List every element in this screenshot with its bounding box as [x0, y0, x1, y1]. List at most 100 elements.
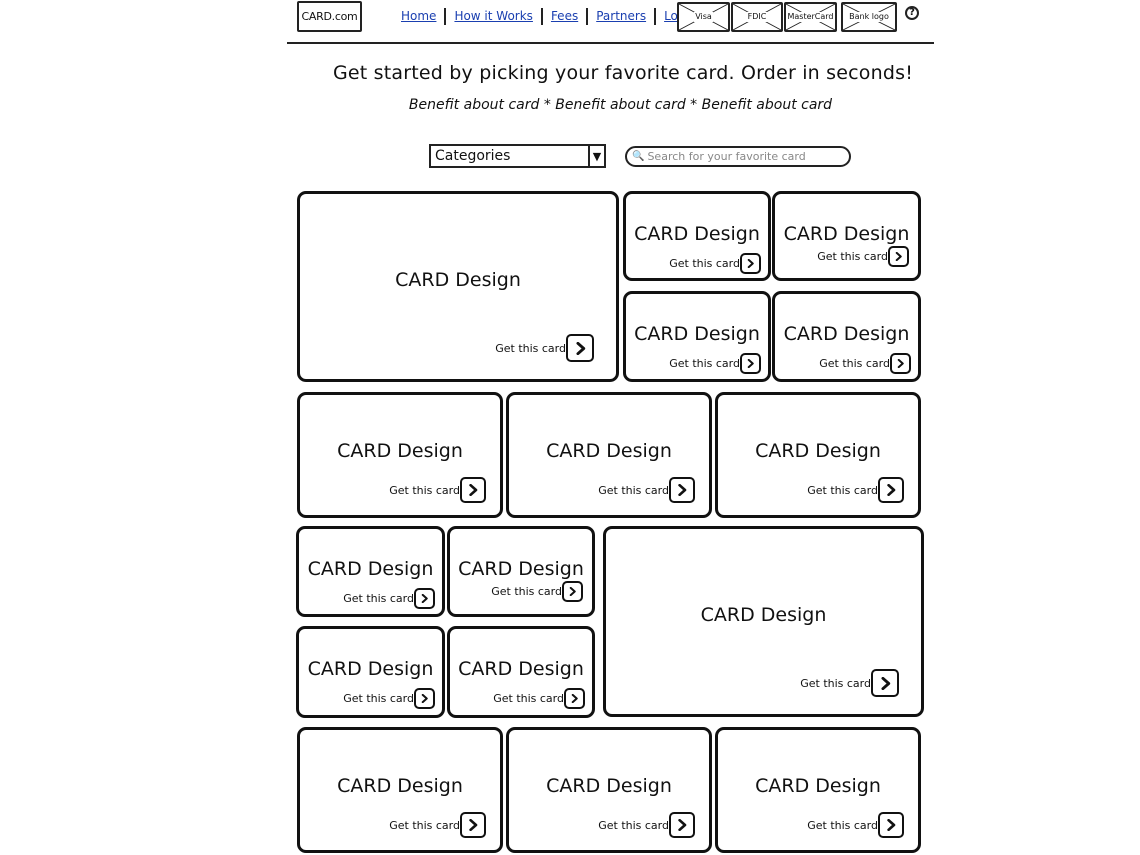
get-card-label: Get this card — [389, 483, 460, 497]
get-card-label: Get this card — [819, 357, 890, 370]
chevron-right-icon[interactable] — [460, 812, 486, 838]
chevron-right-icon[interactable] — [740, 253, 761, 274]
card-title: CARD Design — [634, 223, 760, 245]
fdic-logo: FDIC — [731, 2, 783, 32]
header-divider — [287, 42, 934, 44]
get-card-link[interactable]: Get this card — [669, 353, 761, 374]
get-card-link[interactable]: Get this card — [819, 353, 911, 374]
search-icon: 🔍 — [632, 151, 645, 162]
nav-separator — [444, 7, 447, 25]
nav-separator — [540, 7, 543, 25]
get-card-label: Get this card — [491, 585, 562, 598]
card-title: CARD Design — [307, 558, 434, 580]
get-card-label: Get this card — [669, 257, 740, 270]
card-title: CARD Design — [755, 775, 881, 797]
get-card-link[interactable]: Get this card — [598, 812, 695, 838]
search-input[interactable] — [647, 150, 848, 163]
chevron-right-icon[interactable] — [890, 353, 911, 374]
card-title: CARD Design — [755, 440, 881, 462]
dropdown-arrow-icon: ▼ — [588, 146, 604, 166]
chevron-right-icon[interactable] — [669, 812, 695, 838]
nav-link-fees[interactable]: Fees — [550, 9, 579, 23]
get-card-label: Get this card — [598, 818, 669, 832]
get-card-link[interactable]: Get this card — [669, 253, 761, 274]
chevron-right-icon[interactable] — [566, 334, 594, 362]
logo-label: CARD.com — [301, 10, 358, 23]
get-card-link[interactable]: Get this card — [817, 246, 909, 267]
get-card-link[interactable]: Get this card — [800, 669, 899, 697]
get-card-link[interactable]: Get this card — [389, 477, 486, 503]
get-card-label: Get this card — [598, 483, 669, 497]
get-card-label: Get this card — [669, 357, 740, 370]
nav-separator — [586, 7, 589, 25]
card-title: CARD Design — [337, 775, 463, 797]
help-icon[interactable]: ? — [905, 6, 919, 20]
category-select-value: Categories — [435, 148, 511, 164]
mastercard-logo: MasterCard — [784, 2, 837, 32]
chevron-right-icon[interactable] — [562, 581, 583, 602]
logo-caption: Bank logo — [848, 12, 890, 22]
chevron-right-icon[interactable] — [564, 688, 585, 709]
page-headline: Get started by picking your favorite car… — [332, 62, 914, 84]
card-title: CARD Design — [783, 223, 910, 245]
get-card-link[interactable]: Get this card — [343, 688, 435, 709]
chevron-right-icon[interactable] — [878, 812, 904, 838]
benefits-line: Benefit about card * Benefit about card … — [408, 97, 833, 113]
get-card-link[interactable]: Get this card — [495, 334, 594, 362]
card-title: CARD Design — [395, 269, 521, 291]
chevron-right-icon[interactable] — [878, 477, 904, 503]
chevron-right-icon[interactable] — [740, 353, 761, 374]
nav-link-how-it-works[interactable]: How it Works — [454, 9, 533, 23]
get-card-link[interactable]: Get this card — [807, 812, 904, 838]
bank-logo: Bank logo — [841, 2, 897, 32]
get-card-label: Get this card — [389, 818, 460, 832]
get-card-label: Get this card — [800, 676, 871, 690]
get-card-link[interactable]: Get this card — [807, 477, 904, 503]
get-card-label: Get this card — [807, 818, 878, 832]
nav-link-home[interactable]: Home — [401, 9, 437, 23]
get-card-link[interactable]: Get this card — [491, 581, 583, 602]
get-card-link[interactable]: Get this card — [493, 688, 585, 709]
chevron-right-icon[interactable] — [669, 477, 695, 503]
site-logo[interactable]: CARD.com — [297, 1, 362, 32]
category-select[interactable]: Categories ▼ — [429, 144, 606, 168]
get-card-link[interactable]: Get this card — [389, 812, 486, 838]
chevron-right-icon[interactable] — [414, 688, 435, 709]
get-card-label: Get this card — [817, 250, 888, 263]
chevron-right-icon[interactable] — [888, 246, 909, 267]
get-card-label: Get this card — [807, 483, 878, 497]
chevron-right-icon[interactable] — [871, 669, 899, 697]
chevron-right-icon[interactable] — [460, 477, 486, 503]
nav-link-partners[interactable]: Partners — [596, 9, 647, 23]
get-card-label: Get this card — [493, 692, 564, 705]
search-box: 🔍 — [625, 146, 851, 167]
nav-separator — [654, 7, 657, 25]
logo-caption: MasterCard — [786, 12, 835, 22]
get-card-label: Get this card — [343, 692, 414, 705]
visa-logo: Visa — [677, 2, 730, 32]
get-card-link[interactable]: Get this card — [598, 477, 695, 503]
card-title: CARD Design — [700, 604, 827, 626]
chevron-right-icon[interactable] — [414, 588, 435, 609]
card-title: CARD Design — [307, 658, 434, 680]
get-card-label: Get this card — [495, 341, 566, 355]
logo-caption: Visa — [694, 12, 713, 22]
get-card-label: Get this card — [343, 592, 414, 605]
get-card-link[interactable]: Get this card — [343, 588, 435, 609]
